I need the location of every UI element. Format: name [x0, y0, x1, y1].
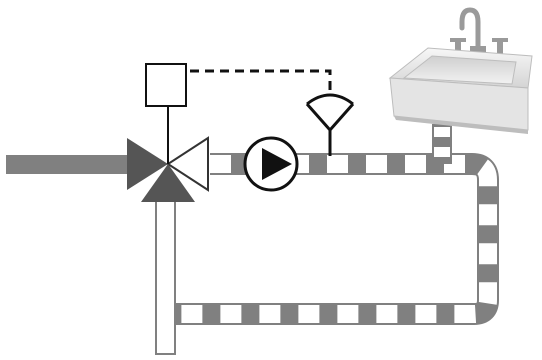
- sink-riser-pipe: [432, 124, 452, 164]
- square-box-icon: [145, 63, 187, 107]
- return-pipe: [155, 189, 176, 355]
- pump-icon: [243, 136, 299, 192]
- sensor-icon: [305, 93, 355, 156]
- washbasin-icon: [388, 7, 533, 134]
- supply-pipe: [6, 155, 138, 174]
- dashed-line: [190, 69, 332, 94]
- three-way-valve-icon: [127, 136, 209, 202]
- circulation-loop: [176, 153, 499, 325]
